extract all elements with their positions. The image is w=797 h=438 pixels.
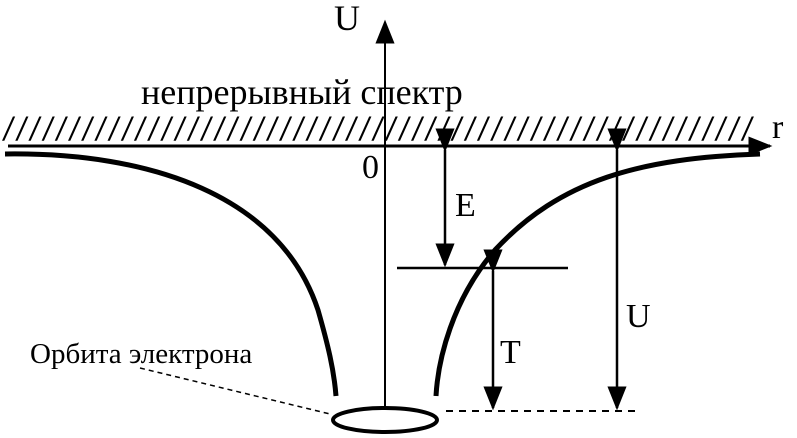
orbit-label: Орбита электрона [30, 338, 252, 370]
origin-label: 0 [362, 149, 379, 186]
continuum-hatching: ////////////////////////////////////////… [2, 108, 754, 148]
electron-orbit-ellipse [331, 406, 439, 434]
energy-label: E [455, 187, 476, 224]
orbit-leader-line [139, 367, 331, 415]
kinetic-label: T [500, 334, 521, 371]
u-axis-label: U [334, 0, 360, 38]
potential-depth-label: U [626, 298, 651, 335]
continuum-label: непрерывный спектр [141, 72, 463, 112]
r-axis-label: r [772, 109, 784, 146]
potential-curve-left [4, 151, 339, 397]
potential-curve-right [433, 151, 761, 397]
